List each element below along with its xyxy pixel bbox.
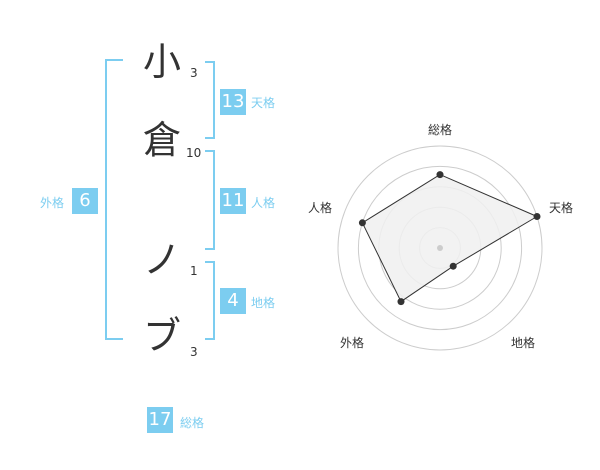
soukaku-label: 総格 <box>180 416 205 430</box>
radar-polygon <box>361 174 539 303</box>
radar-label-chikaku: 地格 <box>511 336 536 350</box>
gaikaku-badge: 6 <box>72 188 98 214</box>
name-char-3: ノ <box>142 238 181 282</box>
radar-point-4 <box>397 298 405 306</box>
stroke-count-1: 3 <box>190 66 198 80</box>
stroke-count-2: 10 <box>186 146 202 160</box>
chikaku-badge: 4 <box>220 288 246 314</box>
chikaku-label: 地格 <box>251 296 276 310</box>
radar-label-gaikaku: 外格 <box>340 336 365 350</box>
radar-point-3 <box>449 262 457 270</box>
radar-label-soukaku: 総格 <box>428 123 453 137</box>
tenkaku-label: 天格 <box>251 96 276 110</box>
radar-point-5 <box>358 219 366 227</box>
radar-ring <box>357 165 523 331</box>
radar-point-2 <box>533 213 541 220</box>
name-char-4: ブ <box>142 314 181 358</box>
radar-label-tenkaku: 天格 <box>549 201 574 215</box>
tenkaku-badge: 13 <box>220 89 246 115</box>
stroke-count-3: 1 <box>190 264 198 278</box>
jinkaku-label: 人格 <box>251 196 276 210</box>
soukaku-badge: 17 <box>147 407 173 433</box>
stroke-count-4: 3 <box>190 345 198 359</box>
name-char-2: 倉 <box>142 118 181 162</box>
gaikaku-label: 外格 <box>40 196 65 210</box>
radar-label-jinkaku: 人格 <box>308 201 333 215</box>
jinkaku-badge: 11 <box>220 188 246 214</box>
radar-point-1 <box>436 171 444 179</box>
name-char-1: 小 <box>142 40 181 84</box>
radar-center-dot <box>437 245 443 251</box>
